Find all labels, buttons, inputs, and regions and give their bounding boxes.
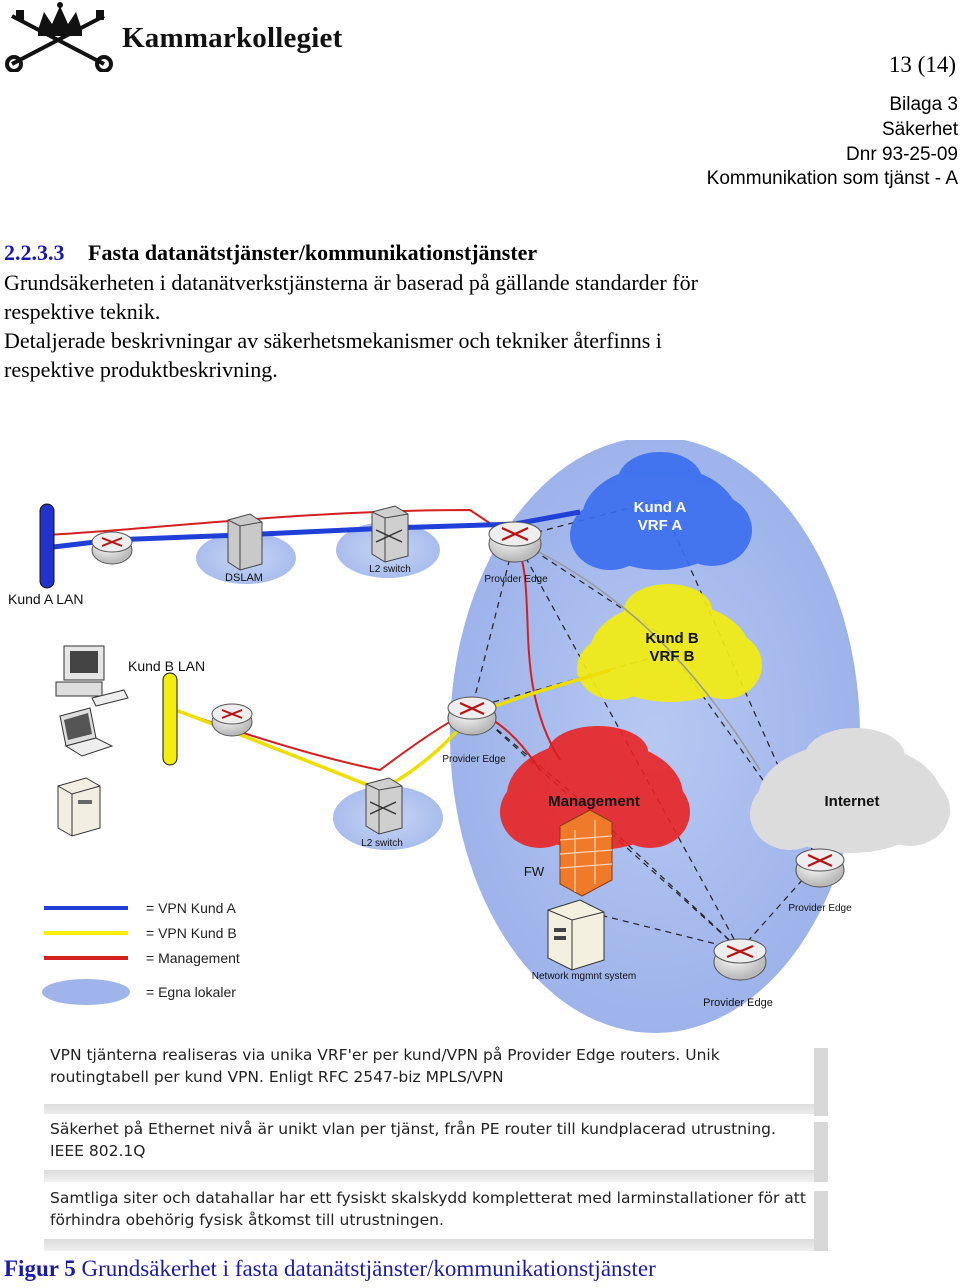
cloud-kund-b-label-1: Kund B xyxy=(645,630,698,647)
router-icon xyxy=(92,532,132,564)
paragraph-line: Detaljerade beskrivningar av säkerhetsme… xyxy=(4,326,944,355)
provider-edge-bottom-label: Provider Edge xyxy=(703,997,773,1009)
provider-edge-right-label: Provider Edge xyxy=(788,903,852,914)
paragraph-1: Grundsäkerheten i datanätverkstjänsterna… xyxy=(4,268,944,384)
note-line: IEEE 802.1Q xyxy=(50,1140,808,1162)
meta-attachment: Bilaga 3 xyxy=(889,94,958,116)
kund-a-lan-bar xyxy=(40,504,54,588)
network-mgmt-server-icon xyxy=(548,900,604,970)
network-diagram: Kund A VRF A Kund B VRF B Management Int… xyxy=(0,440,960,1040)
desktop-computer-icon xyxy=(56,646,128,706)
paragraph-line: Grundsäkerheten i datanätverkstjänsterna… xyxy=(4,268,944,297)
legend-label-vpn-a: = VPN Kund A xyxy=(146,900,237,916)
section-heading: 2.2.3.3 Fasta datanätstjänster/kommunika… xyxy=(4,240,537,266)
note-line: Säkerhet på Ethernet nivå är unikt vlan … xyxy=(50,1118,808,1140)
paragraph-line: respektive teknik. xyxy=(4,297,944,326)
legend-ellipse-premises xyxy=(42,979,130,1005)
dslam-icon xyxy=(228,514,262,570)
cloud-kund-a-label-1: Kund A xyxy=(634,499,687,516)
dslam-label: DSLAM xyxy=(225,572,263,584)
figure-caption: Figur 5 Grundsäkerhet i fasta datanätstj… xyxy=(4,1256,656,1282)
l2-switch-icon xyxy=(366,778,402,834)
cloud-internet-label: Internet xyxy=(824,793,879,810)
fw-label: FW xyxy=(524,864,545,879)
kund-b-lan-bar xyxy=(163,673,177,765)
figure-caption-text: Grundsäkerhet i fasta datanätstjänster/k… xyxy=(82,1256,656,1281)
note-box-ethernet: Säkerhet på Ethernet nivå är unikt vlan … xyxy=(44,1114,814,1168)
section-title: Fasta datanätstjänster/kommunikationstjä… xyxy=(88,240,537,265)
crown-keys-emblem-icon xyxy=(4,2,116,72)
l2-switch-bottom-label: L2 switch xyxy=(361,838,403,849)
l2-switch-top-label: L2 switch xyxy=(369,564,411,575)
provider-edge-top-label: Provider Edge xyxy=(484,574,548,585)
kund-b-lan-label: Kund B LAN xyxy=(128,658,205,674)
cloud-kund-a-label-2: VRF A xyxy=(638,517,683,534)
meta-document: Kommunikation som tjänst - A xyxy=(707,168,958,190)
router-icon xyxy=(448,697,496,735)
note-box-physical: Samtliga siter och datahallar har ett fy… xyxy=(44,1183,814,1237)
router-icon xyxy=(796,849,844,887)
meta-category: Säkerhet xyxy=(882,119,958,141)
network-mgmt-label: Network mgmnt system xyxy=(532,971,636,982)
figure-label: Figur 5 xyxy=(4,1256,76,1281)
cloud-management-label: Management xyxy=(548,793,640,810)
note-box-vpn: VPN tjänterna realiseras via unika VRF'e… xyxy=(44,1040,814,1102)
router-icon xyxy=(212,704,252,736)
provider-edge-mid-label: Provider Edge xyxy=(442,754,506,765)
firewall-icon xyxy=(560,810,612,896)
cloud-kund-b-label-2: VRF B xyxy=(650,648,695,665)
section-number: 2.2.3.3 xyxy=(4,240,65,265)
legend xyxy=(42,908,130,1005)
note-line: förhindra obehörig fysisk åtkomst till u… xyxy=(50,1209,808,1231)
note-line: VPN tjänterna realiseras via unika VRF'e… xyxy=(50,1044,808,1066)
legend-label-management: = Management xyxy=(146,950,240,966)
legend-label-vpn-b: = VPN Kund B xyxy=(146,925,237,941)
logo-text: Kammarkollegiet xyxy=(122,22,342,55)
note-line: routingtabell per kund VPN. Enligt RFC 2… xyxy=(50,1066,808,1088)
logo xyxy=(4,2,116,72)
kund-a-lan-label: Kund A LAN xyxy=(8,591,84,607)
note-line: Samtliga siter och datahallar har ett fy… xyxy=(50,1187,808,1209)
legend-label-premises: = Egna lokaler xyxy=(146,984,236,1000)
router-icon xyxy=(714,939,766,980)
router-icon xyxy=(489,522,541,562)
meta-reference: Dnr 93-25-09 xyxy=(846,144,958,166)
server-icon xyxy=(58,778,100,836)
laptop-icon xyxy=(60,708,112,756)
paragraph-line: respektive produktbeskrivning. xyxy=(4,355,944,384)
l2-switch-icon xyxy=(372,506,408,562)
page-number: 13 (14) xyxy=(889,52,956,78)
